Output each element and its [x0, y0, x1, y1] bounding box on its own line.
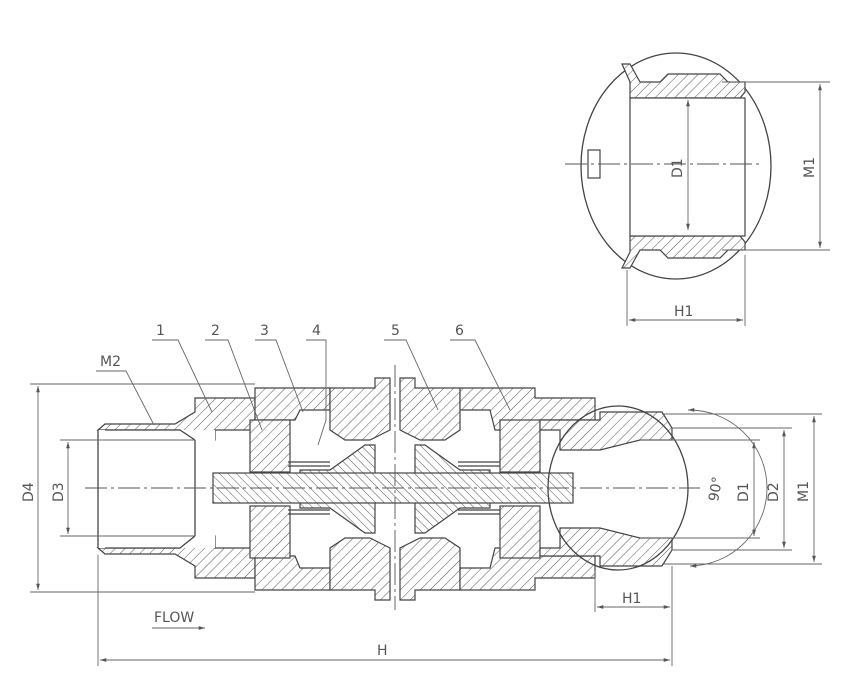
housing-left: [254, 387, 331, 421]
dim-d1-label: D1: [736, 482, 752, 502]
detail-bore: [629, 97, 746, 237]
housing-left-bottom: [254, 555, 331, 591]
dim-d2-label: D2: [766, 482, 782, 502]
part-label-3: 3: [260, 323, 269, 339]
seat-right-top: [499, 419, 541, 473]
detail-h1-label: H1: [674, 304, 693, 320]
detail-wall-bottom: [621, 235, 746, 269]
detail-wall-top: [621, 63, 746, 99]
detail-m1-label: M1: [802, 157, 818, 178]
part-label-6: 6: [455, 323, 464, 339]
dim-m1-label: M1: [796, 481, 812, 502]
dim-h-label: H: [377, 643, 388, 659]
inlet-bore: [98, 430, 215, 548]
spring-left: [288, 461, 330, 515]
part-label-5: 5: [391, 323, 400, 339]
center-body-bottom: [329, 537, 391, 601]
thread-label-m2: M2: [100, 354, 121, 370]
seat-right-bottom: [499, 505, 541, 559]
center-body-top: [329, 377, 391, 441]
dim-d4-label: D4: [21, 482, 37, 502]
main-dimensions: D4 D3 D1 D2 M1 90° H1 H FLOW: [21, 383, 822, 666]
center-body-top-right: [399, 377, 461, 441]
main-section: [85, 365, 700, 610]
seat-left-bottom: [249, 505, 291, 559]
detail-view: D1 M1 H1: [565, 52, 830, 326]
part-label-1: 1: [156, 323, 165, 339]
dim-angle-label: 90°: [706, 475, 726, 502]
dim-h1-label: H1: [622, 591, 641, 607]
detail-circle: [580, 52, 772, 280]
dim-d3-label: D3: [51, 482, 67, 502]
flow-label: FLOW: [154, 610, 194, 626]
part-label-2: 2: [211, 323, 220, 339]
seat-left-top: [249, 419, 291, 473]
part-callouts: 1 2 3 4 5 6 M2: [96, 323, 511, 446]
detail-d1-label: D1: [670, 158, 686, 178]
spring-right: [458, 461, 500, 515]
center-body-bottom-right: [399, 537, 461, 601]
part-label-4: 4: [312, 323, 321, 339]
